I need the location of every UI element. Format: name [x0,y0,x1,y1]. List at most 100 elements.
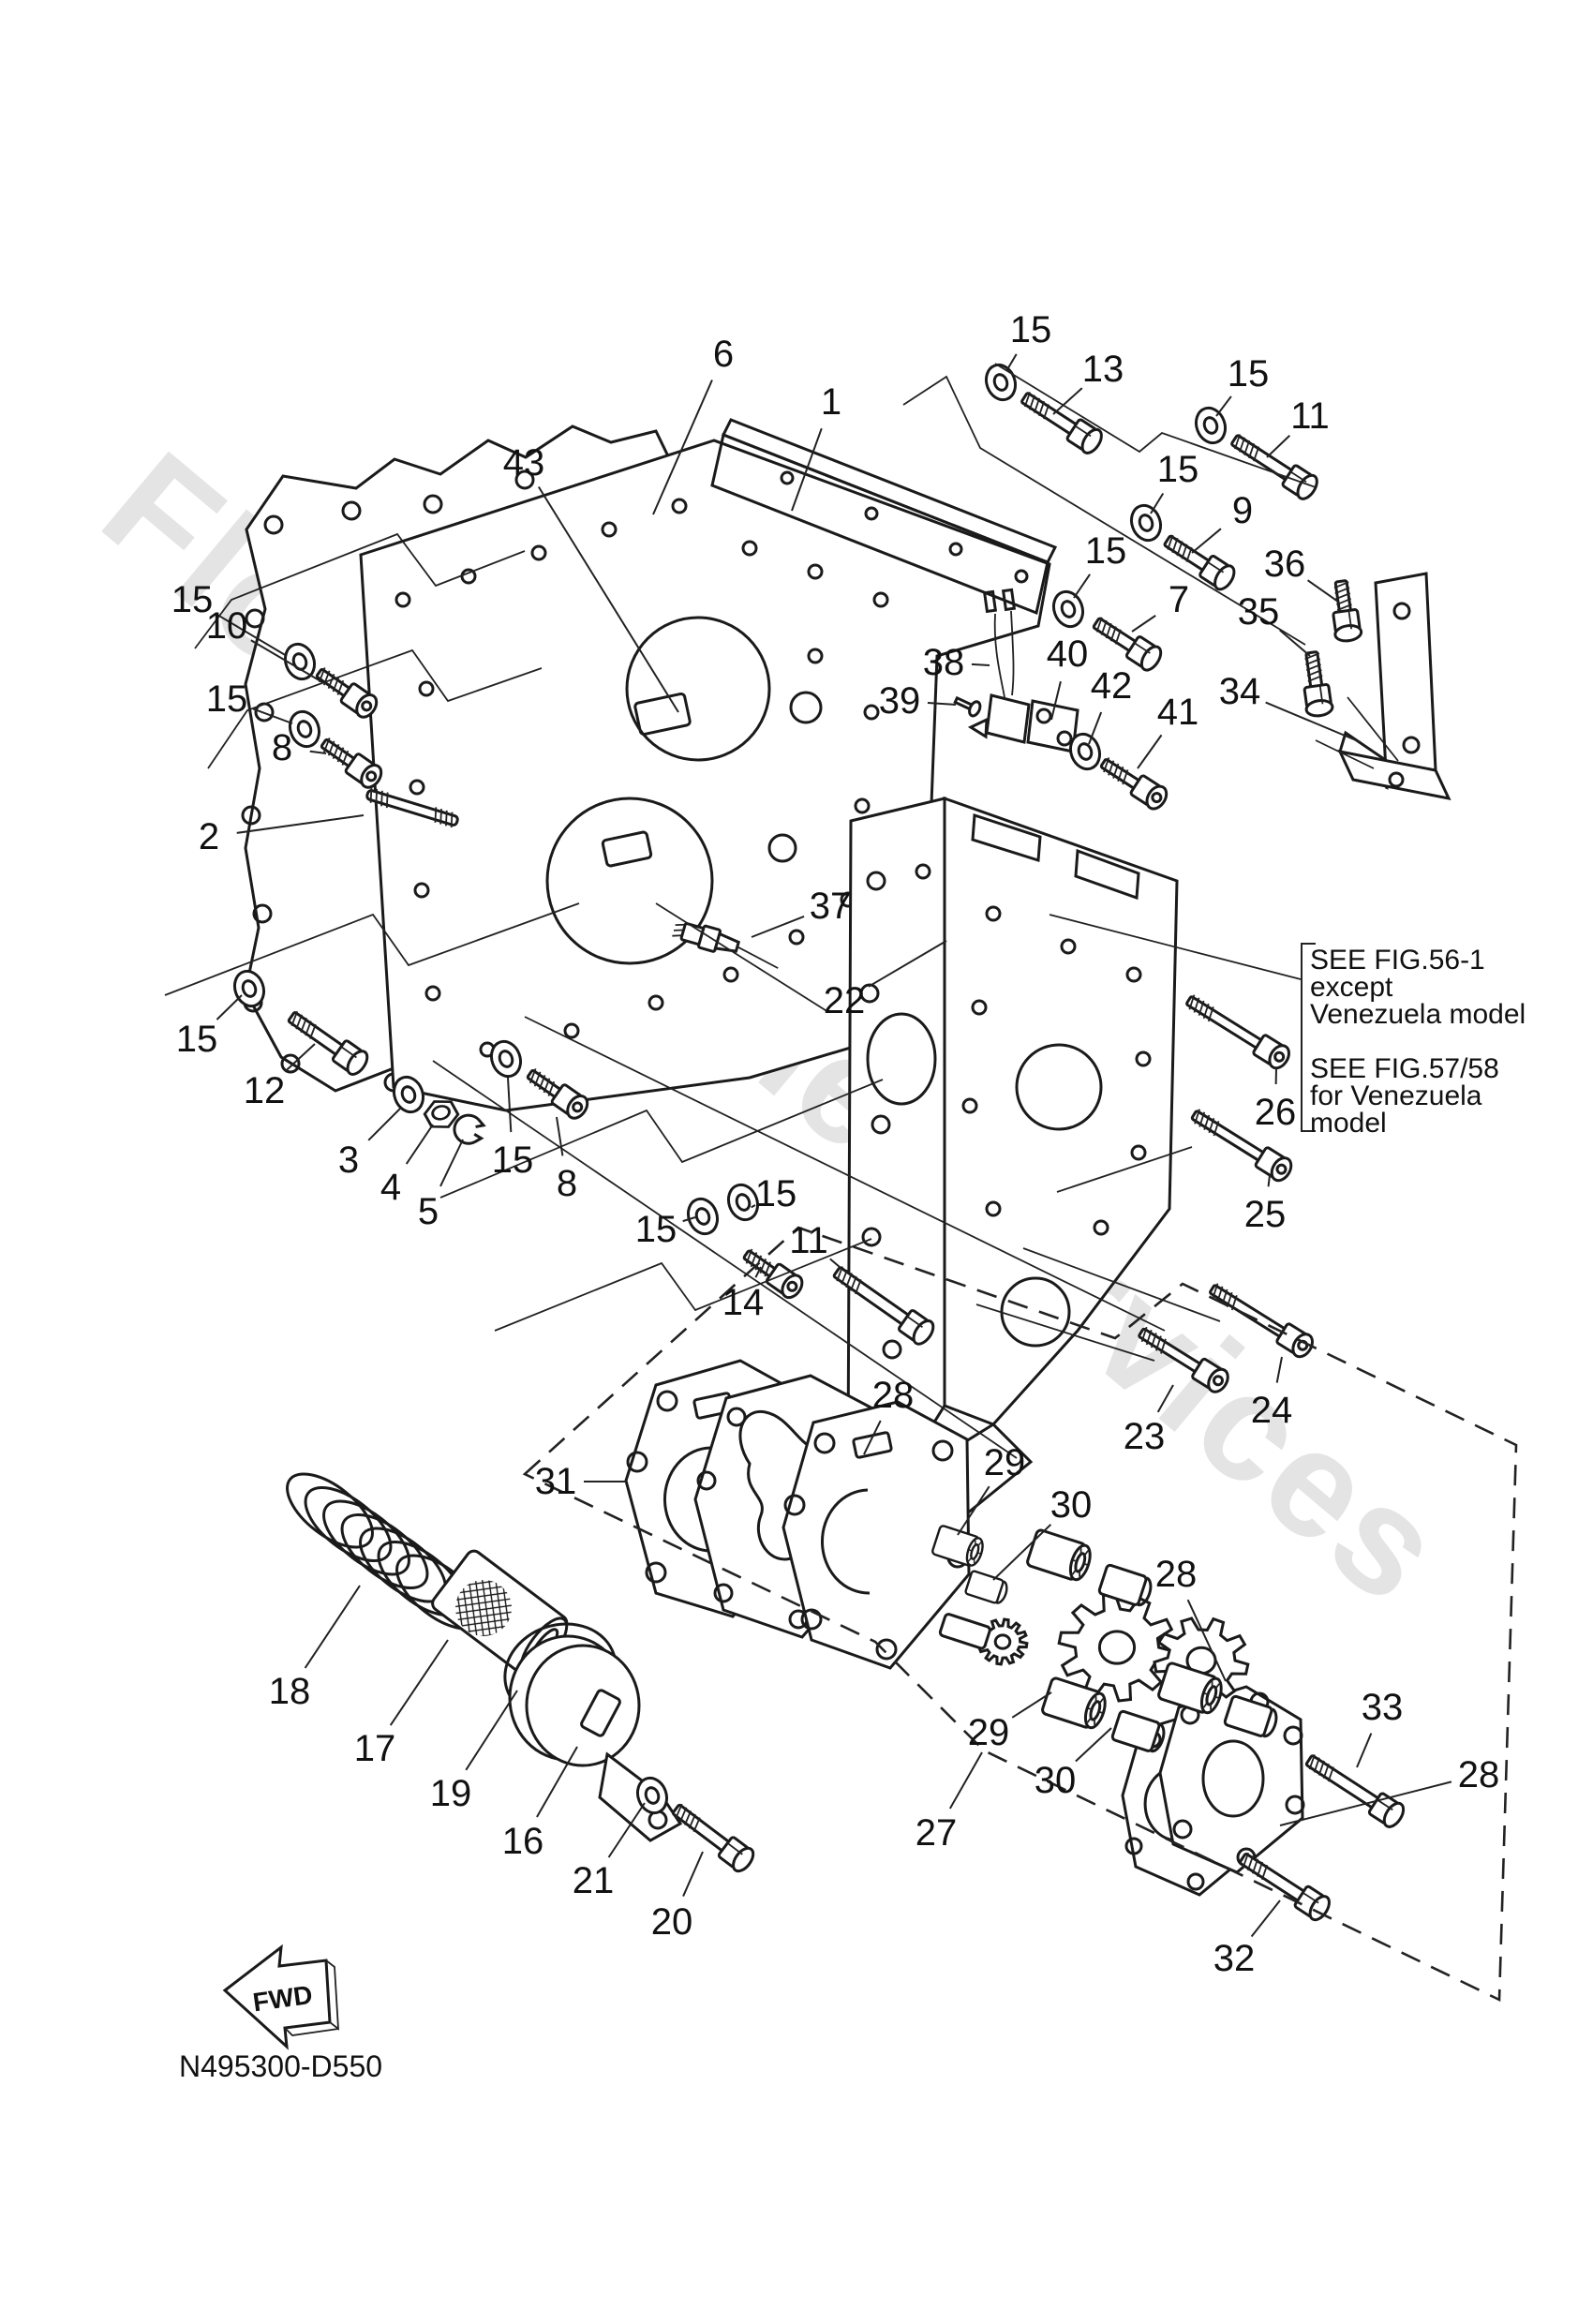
stud-2 [365,787,459,828]
part-code: N495300-D550 [179,2049,382,2083]
leader-line [1150,493,1165,514]
leader-line [791,427,823,512]
leader-line [1052,387,1083,415]
callout-12: 12 [244,1070,286,1111]
callout-18: 18 [269,1671,311,1712]
block-holes [859,863,1152,1360]
construction-lines [164,363,1518,2003]
callout-13: 13 [1082,349,1124,390]
socket-bolt [1138,1326,1229,1393]
leader-line [304,1585,361,1669]
washer-15 [1194,406,1228,445]
callout-43: 43 [503,442,545,484]
leader-line [507,1077,513,1133]
hex-bolt [1020,392,1103,454]
note-bracket [1301,943,1316,1132]
leader-line [250,639,323,683]
leader-line [754,1266,762,1278]
leader-line [216,994,243,1020]
callout-16: 16 [502,1821,544,1862]
callout-22: 22 [824,980,866,1021]
washer-15 [392,1075,425,1114]
callout-31: 31 [535,1461,577,1502]
callout-21: 21 [573,1860,615,1901]
callout-3: 3 [338,1140,359,1181]
hex-bolt [287,1011,369,1076]
callout-11: 11 [1290,395,1330,437]
callout-28: 28 [1458,1754,1500,1795]
washer-15 [686,1197,720,1236]
callout-25: 25 [1244,1194,1287,1235]
fasteners-layer [232,363,1406,1922]
part-drawings [232,363,1451,1922]
socket-bolt [1190,1109,1293,1183]
leader-line [1011,1691,1052,1719]
screw-39 [953,695,982,718]
leader-line [1005,353,1018,372]
leader-line [1267,1174,1271,1187]
callout-28: 28 [872,1375,915,1416]
leader-line [1131,615,1156,633]
switch-38 [967,588,1031,744]
leader-line [868,940,947,988]
callout-35: 35 [1238,591,1280,633]
washer-15 [288,709,321,749]
callout-15: 15 [755,1173,797,1214]
callout-2: 2 [199,816,219,857]
leader-line [1265,701,1362,743]
callout-27: 27 [916,1812,958,1854]
leader-line [1266,435,1291,458]
leader-line [556,1116,564,1156]
splined-shaft [938,1613,991,1650]
callout-19: 19 [430,1773,472,1814]
leader-line [405,1124,434,1165]
hex-bolt [1304,1754,1406,1828]
washer-15 [726,1183,760,1222]
leader-line [389,1639,449,1726]
leader-line [537,485,679,713]
bracket-34 [1315,572,1451,801]
leader-line [1279,1780,1452,1826]
note-leader-line [1049,914,1302,980]
callout-33: 33 [1362,1687,1404,1728]
leader-line [1279,629,1311,657]
leader-line [1250,1899,1281,1938]
callout-6: 6 [713,334,734,375]
leader-line [252,708,293,724]
leader-line [927,701,957,706]
socket-bolt [1185,994,1290,1070]
callout-23: 23 [1124,1416,1166,1457]
pump-gear-large [1057,1592,1177,1703]
bearing-roller-29 [1157,1661,1223,1715]
washer-15 [984,363,1018,402]
callout-15: 15 [176,1019,218,1060]
bearing-roller-29 [1026,1528,1092,1582]
callout-30: 30 [1035,1760,1077,1801]
hex-bolt [1163,534,1236,591]
callout-36: 36 [1264,544,1306,585]
leader-line [1088,711,1103,745]
callout-38: 38 [923,642,965,683]
callout-8: 8 [557,1163,577,1204]
socket-bolt [1099,757,1169,811]
callout-15: 15 [206,678,248,720]
washer-15 [489,1039,523,1079]
leader-line [992,1524,1052,1581]
spacer-30 [1097,1563,1153,1607]
leader-line [309,750,327,754]
hex-bolt [1303,650,1334,718]
block-22 [846,796,1179,1544]
callout-5: 5 [418,1191,439,1232]
callout-8: 8 [272,727,292,768]
washer-15 [1068,732,1102,771]
callout-34: 34 [1219,671,1261,712]
callout-32: 32 [1213,1938,1256,1979]
sensor-axis-line [655,902,829,1013]
leader-line [1073,574,1091,599]
leader-line [236,814,365,834]
callout-9: 9 [1232,490,1253,531]
callout-15: 15 [171,579,214,620]
leader-line [1186,1599,1227,1682]
